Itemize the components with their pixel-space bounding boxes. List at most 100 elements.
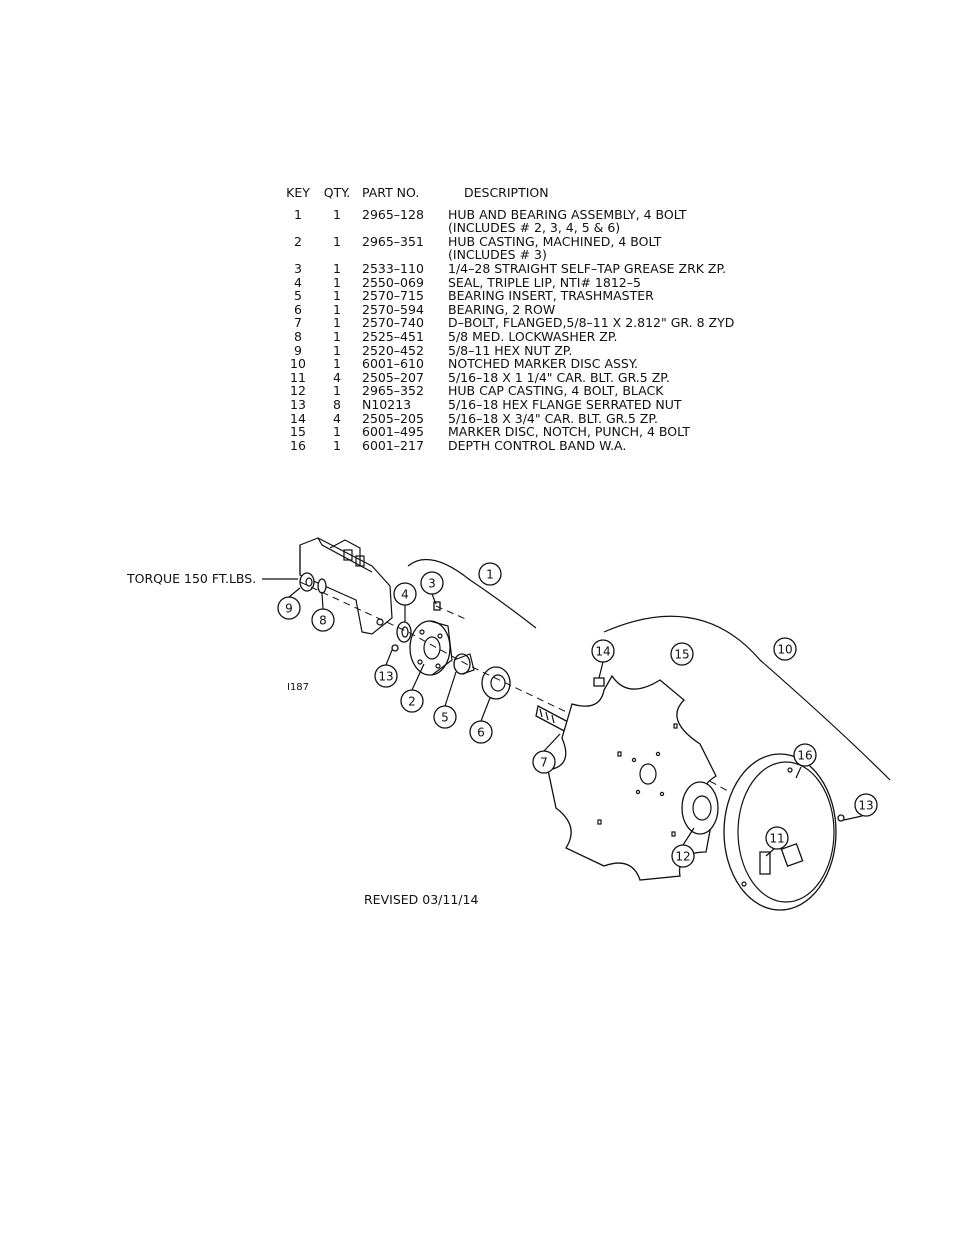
row-description-line: 5/8–11 HEX NUT ZP. xyxy=(448,342,573,358)
assy-1-bracket xyxy=(407,558,537,629)
row-qty: 1 xyxy=(333,356,341,372)
callout-number: 3 xyxy=(428,577,436,591)
callout-bubble: 6 xyxy=(469,697,493,744)
row-part-no: 2533–110 xyxy=(362,260,424,276)
row-qty: 1 xyxy=(333,206,341,222)
row-part-no: N10213 xyxy=(362,396,412,412)
row-part-no: 2505–205 xyxy=(362,410,424,426)
row-description: D–BOLT, FLANGED,5/8–11 X 2.812" GR. 8 ZY… xyxy=(448,316,734,330)
row-description: 1/4–28 STRAIGHT SELF–TAP GREASE ZRK ZP. xyxy=(448,262,726,276)
row-description: MARKER DISC, NOTCH, PUNCH, 4 BOLT xyxy=(448,425,690,439)
callout-leader xyxy=(543,733,561,752)
flange-nut-small xyxy=(391,644,399,652)
row-qty: 1 xyxy=(333,424,341,440)
callout-leader xyxy=(288,587,301,598)
callout-circle xyxy=(433,705,457,729)
row-part-no: 2570–594 xyxy=(362,301,424,317)
row-part-no: 2570–715 xyxy=(362,288,424,304)
row-qty: 4 xyxy=(333,369,341,385)
callout-number: 14 xyxy=(595,645,610,659)
flange-nut-13 xyxy=(837,814,845,822)
header-key: KEY xyxy=(286,185,310,200)
row-key: 12 xyxy=(290,383,306,399)
callout-circle xyxy=(532,750,556,774)
bearing-insert xyxy=(453,653,475,675)
table-row: 12 1 2965–352 HUB CAP CASTING, 4 BOLT, BLAC… xyxy=(282,384,734,398)
row-description: 5/16–18 HEX FLANGE SERRATED NUT xyxy=(448,398,681,412)
callout-bubble: 7 xyxy=(532,733,561,774)
callout-bubble: 5 xyxy=(433,671,457,729)
callout-leader xyxy=(411,663,425,691)
row-description: BEARING, 2 ROW xyxy=(448,303,555,317)
row-description-line: HUB CASTING, MACHINED, 4 BOLT xyxy=(448,233,662,249)
revised-date: REVISED 03/11/14 xyxy=(364,892,478,907)
row-description: HUB AND BEARING ASSEMBLY, 4 BOLT(INCLUDE… xyxy=(448,207,687,236)
callout-circle xyxy=(469,720,493,744)
row-description-line-2: (INCLUDES # 2, 3, 4, 5 & 6) xyxy=(448,220,621,236)
hub-cap-casting xyxy=(681,781,719,835)
row-key: 16 xyxy=(290,437,306,453)
row-description: 5/8 MED. LOCKWASHER ZP. xyxy=(448,330,617,344)
row-description: HUB CAP CASTING, 4 BOLT, BLACK xyxy=(448,384,663,398)
callout-number: 7 xyxy=(540,756,548,770)
callout-leader xyxy=(431,593,437,605)
callout-number: 2 xyxy=(408,695,416,709)
header-part-no: PART NO. xyxy=(362,185,420,200)
row-key: 9 xyxy=(294,342,302,358)
callout-leader xyxy=(765,848,775,857)
row-description-line: 5/16–18 X 1 1/4" CAR. BLT. GR.5 ZP. xyxy=(448,369,670,385)
callout-circle xyxy=(670,642,694,666)
table-header: KEY QTY. PART NO. DESCRIPTION xyxy=(282,186,734,200)
row-description: NOTCHED MARKER DISC ASSY. xyxy=(448,357,638,371)
notched-marker-disc xyxy=(547,674,717,881)
row-qty: 1 xyxy=(333,301,341,317)
row-key: 15 xyxy=(290,424,306,440)
row-description-line: HUB CAP CASTING, 4 BOLT, BLACK xyxy=(448,383,664,399)
row-part-no: 2965–352 xyxy=(362,383,424,399)
carriage-bolt-14 xyxy=(593,677,605,687)
row-qty: 1 xyxy=(333,383,341,399)
callout-bubble: 1 xyxy=(478,562,502,586)
callout-bubble: 11 xyxy=(765,826,789,857)
callout-bubble: 14 xyxy=(591,639,615,679)
callout-number: 4 xyxy=(401,588,409,602)
assy-10-bracket xyxy=(603,615,891,781)
row-part-no: 2570–740 xyxy=(362,315,424,331)
row-part-no: 2550–069 xyxy=(362,274,424,290)
callout-number: 16 xyxy=(797,749,812,763)
header-description: DESCRIPTION xyxy=(464,185,549,200)
callout-leader xyxy=(444,671,457,707)
callout-leader xyxy=(598,661,604,679)
callout-bubble: 8 xyxy=(311,592,335,632)
callout-bubble: 2 xyxy=(400,663,425,713)
callout-leader xyxy=(321,592,324,610)
callout-number: 8 xyxy=(319,614,327,628)
callout-circle xyxy=(854,793,878,817)
callout-leader xyxy=(480,697,491,722)
callout-number: 11 xyxy=(769,832,784,846)
carriage-bolt-11 xyxy=(759,851,771,875)
row-qty: 1 xyxy=(333,437,341,453)
row-part-no: 2965–351 xyxy=(362,233,424,249)
seal xyxy=(396,621,412,643)
lockwasher xyxy=(317,578,327,594)
row-description-line: 5/16–18 X 3/4" CAR. BLT. GR.5 ZP. xyxy=(448,410,658,426)
row-description: SEAL, TRIPLE LIP, NTI# 1812–5 xyxy=(448,275,641,290)
row-description: 5/16–18 X 3/4" CAR. BLT. GR.5 ZP. xyxy=(448,410,658,426)
header-qty: QTY. xyxy=(323,185,351,200)
row-part-no: 6001–610 xyxy=(362,356,424,372)
callout-circle xyxy=(773,637,797,661)
row-description-line: 5/8 MED. LOCKWASHER ZP. xyxy=(448,328,618,344)
row-part-no: 2525–451 xyxy=(362,328,424,344)
